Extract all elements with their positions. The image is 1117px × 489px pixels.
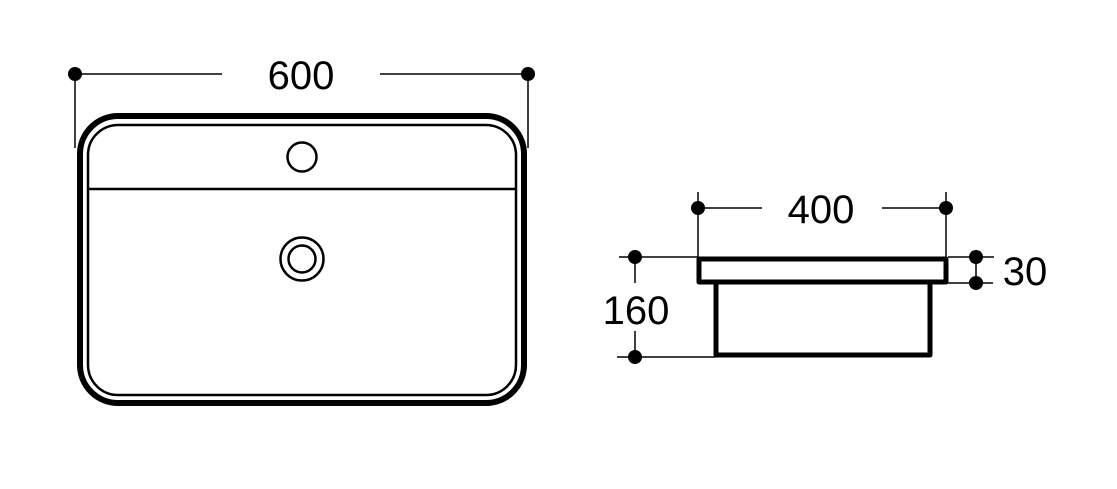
dimension-dot-icon: [628, 250, 642, 264]
rim-dimension-30: 30: [948, 250, 1047, 294]
width-dimension-400: 400: [691, 188, 953, 258]
bowl-profile: [713, 283, 933, 358]
basin-inner-outline: [86, 123, 518, 397]
top-view: 600: [68, 54, 535, 406]
side-view: 400 160 30: [603, 188, 1047, 364]
basin-outer-outline: [77, 113, 527, 406]
rim-profile: [696, 256, 949, 285]
side-width-label: 400: [788, 188, 855, 232]
height-dimension-160: 160: [603, 250, 716, 364]
dimension-dot-icon: [691, 201, 705, 215]
dimension-dot-icon: [68, 67, 82, 81]
faucet-hole-icon: [286, 141, 318, 173]
drain-inner-icon: [287, 244, 317, 274]
height-label: 160: [603, 289, 670, 333]
dimension-dot-icon: [628, 350, 642, 364]
width-label: 600: [268, 54, 335, 98]
drain-outer-ring-icon: [279, 236, 325, 282]
dimension-dot-icon: [969, 276, 983, 290]
dimension-dot-icon: [521, 67, 535, 81]
rim-label: 30: [1003, 250, 1048, 294]
dimension-dot-icon: [939, 201, 953, 215]
width-dimension-600: 600: [68, 54, 535, 148]
dimension-dot-icon: [969, 250, 983, 264]
